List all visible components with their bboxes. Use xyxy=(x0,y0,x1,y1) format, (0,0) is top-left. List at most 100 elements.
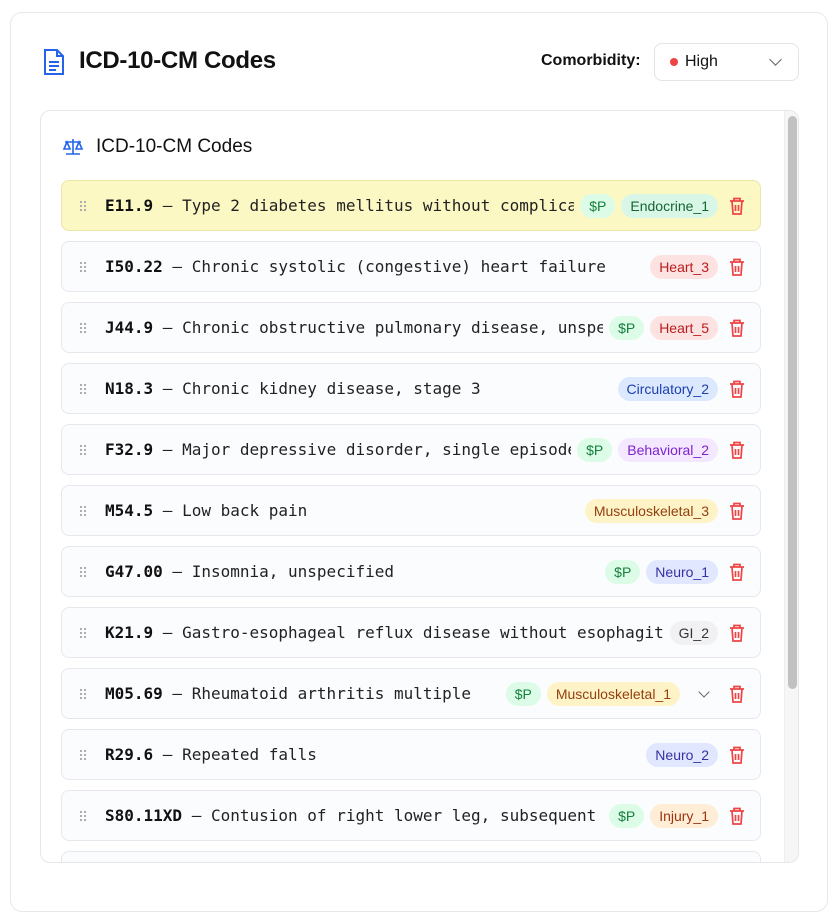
code-description: — Rheumatoid arthritis multiple xyxy=(162,684,472,703)
chevron-down-icon[interactable] xyxy=(698,685,710,698)
code-value: R29.6 xyxy=(105,745,154,764)
code-value: M54.5 xyxy=(105,501,154,520)
code-value: S80.11XD xyxy=(105,806,183,825)
code-value: I50.22 xyxy=(105,257,163,276)
codes-panel: ICD-10-CM Codes E11.9 — Type 2 diabetes … xyxy=(40,110,799,863)
payment-badge: $P xyxy=(577,437,613,462)
trash-icon[interactable] xyxy=(728,806,746,826)
drag-handle-icon[interactable] xyxy=(79,443,87,456)
code-value: F32.9 xyxy=(105,440,154,459)
code-row[interactable]: S80.11XD — Contusion of right lower leg,… xyxy=(61,790,761,841)
code-value: M05.69 xyxy=(105,684,163,703)
code-value: K21.9 xyxy=(105,623,154,642)
drag-handle-icon[interactable] xyxy=(79,626,87,639)
trash-icon[interactable] xyxy=(728,257,746,277)
category-badge: Behavioral_2 xyxy=(618,437,718,462)
drag-handle-icon[interactable] xyxy=(79,565,87,578)
scrollbar[interactable] xyxy=(784,111,798,862)
trash-icon[interactable] xyxy=(728,623,746,643)
trash-icon[interactable] xyxy=(728,684,746,704)
payment-badge: $P xyxy=(609,315,645,340)
code-row[interactable]: I50.22 — Chronic systolic (congestive) h… xyxy=(61,241,761,292)
trash-icon[interactable] xyxy=(728,562,746,582)
code-description: — Chronic systolic (congestive) heart fa… xyxy=(162,257,606,276)
drag-handle-icon[interactable] xyxy=(79,748,87,761)
category-badge: Endocrine_1 xyxy=(621,193,718,218)
category-badge: Neuro_1 xyxy=(646,559,718,584)
drag-handle-icon[interactable] xyxy=(79,260,87,273)
code-row[interactable]: K21.9 — Gastro-esophageal reflux disease… xyxy=(61,607,761,658)
panel-title: ICD-10-CM Codes xyxy=(96,136,253,157)
code-text: S80.11XD — Contusion of right lower leg,… xyxy=(105,806,603,825)
code-text: G47.00 — Insomnia, unspecified xyxy=(105,562,599,581)
code-text: K21.9 — Gastro-esophageal reflux disease… xyxy=(105,623,664,642)
code-description: — Chronic obstructive pulmonary disease,… xyxy=(162,318,604,337)
code-text: R29.6 — Repeated falls xyxy=(105,745,640,764)
code-description: — Low back pain xyxy=(153,501,308,520)
drag-handle-icon[interactable] xyxy=(79,199,87,212)
code-description: — Gastro-esophageal reflux disease witho… xyxy=(153,623,664,642)
code-row[interactable]: F32.9 — Major depressive disorder, singl… xyxy=(61,424,761,475)
scale-icon xyxy=(62,139,84,155)
drag-handle-icon[interactable] xyxy=(79,382,87,395)
trash-icon[interactable] xyxy=(728,440,746,460)
code-description: — Repeated falls xyxy=(153,745,317,764)
badge-group: Circulatory_2 xyxy=(617,376,718,401)
code-row[interactable]: M05.69 — Rheumatoid arthritis multiple $P… xyxy=(61,668,761,719)
category-badge: Musculoskeletal_1 xyxy=(546,681,680,706)
code-row[interactable] xyxy=(61,851,761,862)
badge-group: Heart_3 xyxy=(650,254,718,279)
category-badge: Musculoskeletal_3 xyxy=(584,498,718,523)
comorbidity-select[interactable]: High xyxy=(654,43,799,81)
payment-badge: $P xyxy=(505,681,541,706)
comorbidity-value: High xyxy=(685,53,718,70)
scrollbar-thumb[interactable] xyxy=(788,116,797,689)
code-value: J44.9 xyxy=(105,318,154,337)
badge-group: Musculoskeletal_3 xyxy=(584,498,718,523)
drag-handle-icon[interactable] xyxy=(79,809,87,822)
chevron-down-icon xyxy=(769,53,782,66)
trash-icon[interactable] xyxy=(728,196,746,216)
drag-handle-icon[interactable] xyxy=(79,504,87,517)
trash-icon[interactable] xyxy=(728,501,746,521)
category-badge: Neuro_2 xyxy=(646,742,718,767)
code-text: M54.5 — Low back pain xyxy=(105,501,579,520)
category-badge: Injury_1 xyxy=(650,803,718,828)
code-value: G47.00 xyxy=(105,562,163,581)
badge-group: GI_2 xyxy=(669,620,718,645)
category-badge: Heart_3 xyxy=(650,254,718,279)
code-value: E11.9 xyxy=(105,196,154,215)
code-description: — Insomnia, unspecified xyxy=(162,562,394,581)
code-description: — Contusion of right lower leg, subseque… xyxy=(182,806,597,825)
payment-badge: $P xyxy=(580,193,616,218)
code-text: I50.22 — Chronic systolic (congestive) h… xyxy=(105,257,644,276)
code-description: — Chronic kidney disease, stage 3 xyxy=(153,379,481,398)
trash-icon[interactable] xyxy=(728,318,746,338)
code-row[interactable]: M54.5 — Low back pain Musculoskeletal_3 xyxy=(61,485,761,536)
code-list: E11.9 — Type 2 diabetes mellitus without… xyxy=(61,180,761,862)
category-badge: Circulatory_2 xyxy=(617,376,718,401)
category-badge: Heart_5 xyxy=(650,315,718,340)
trash-icon[interactable] xyxy=(728,379,746,399)
code-row[interactable]: N18.3 — Chronic kidney disease, stage 3 C… xyxy=(61,363,761,414)
status-dot xyxy=(670,58,678,66)
drag-handle-icon[interactable] xyxy=(79,321,87,334)
trash-icon[interactable] xyxy=(728,745,746,765)
drag-handle-icon[interactable] xyxy=(79,687,87,700)
code-row[interactable]: E11.9 — Type 2 diabetes mellitus without… xyxy=(61,180,761,231)
code-text: F32.9 — Major depressive disorder, singl… xyxy=(105,440,571,459)
badge-group: Neuro_2 xyxy=(646,742,718,767)
code-description: — Major depressive disorder, single epis… xyxy=(153,440,572,459)
payment-badge: $P xyxy=(605,559,641,584)
code-row[interactable]: R29.6 — Repeated falls Neuro_2 xyxy=(61,729,761,780)
code-row[interactable]: J44.9 — Chronic obstructive pulmonary di… xyxy=(61,302,761,353)
comorbidity-label: Comorbidity: xyxy=(541,52,641,69)
code-value: N18.3 xyxy=(105,379,154,398)
document-icon xyxy=(44,49,64,75)
